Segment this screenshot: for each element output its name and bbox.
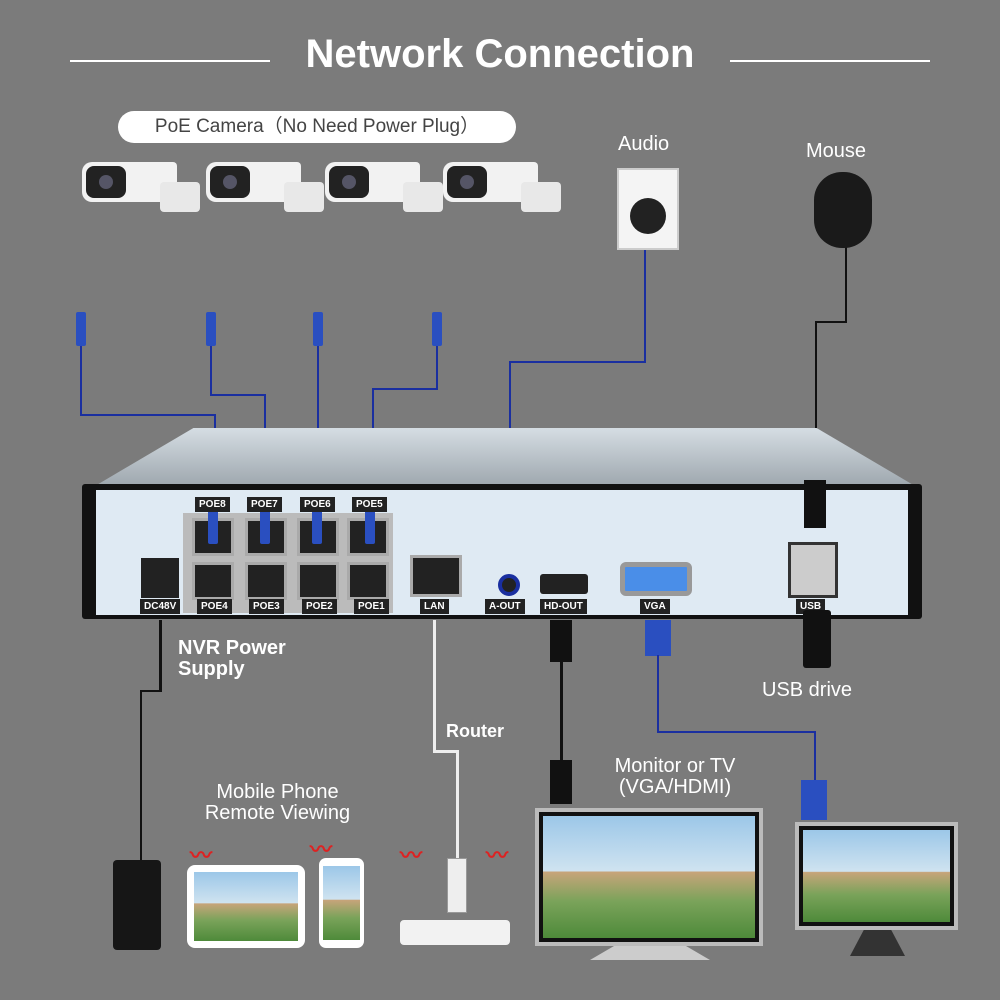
port-label: POE2: [302, 599, 337, 614]
mouse-usb-plug: [804, 480, 826, 528]
page-title: Network Connection: [305, 32, 695, 76]
port-label: POE1: [354, 599, 389, 614]
divider: [70, 60, 270, 62]
nvr-top: [95, 428, 915, 486]
port-label: VGA: [640, 599, 670, 614]
port-label: POE7: [247, 497, 282, 512]
port-poe1[interactable]: [347, 562, 389, 600]
rj45-plug: [206, 312, 216, 346]
port-label: A-OUT: [485, 599, 525, 614]
rj45-plug: [313, 312, 323, 346]
port-label: POE4: [197, 599, 232, 614]
power-jack[interactable]: [141, 558, 179, 598]
tv-icon: [535, 808, 763, 946]
usb-ports[interactable]: [788, 542, 838, 598]
port-label: LAN: [420, 599, 449, 614]
power-adapter-icon: [113, 860, 161, 950]
port-label: POE3: [249, 599, 284, 614]
rj45-plug: [432, 312, 442, 346]
usb-drive-icon: [803, 610, 831, 668]
mouse-label: Mouse: [806, 140, 867, 162]
port-poe3[interactable]: [245, 562, 287, 600]
nvr-power-label: NVR Power Supply: [178, 637, 286, 680]
router-icon: [400, 920, 510, 945]
camera: [325, 162, 443, 212]
lan-plug: [447, 858, 467, 913]
speaker-icon: [617, 168, 679, 250]
vga-port[interactable]: [620, 562, 692, 596]
usb-drive-label: USB drive: [762, 679, 853, 701]
phone-icon: [319, 858, 364, 948]
wifi-icon: 〰: [190, 843, 213, 868]
hdmi-plug: [550, 620, 572, 662]
wifi-icon: 〰: [486, 843, 509, 868]
camera: [82, 162, 200, 212]
hdmi-plug: [550, 760, 572, 804]
port-label: POE5: [352, 497, 387, 512]
camera: [443, 162, 561, 212]
tablet-icon: [187, 865, 305, 948]
port-label: DC48V: [140, 599, 181, 614]
vga-plug: [801, 780, 827, 820]
port-poe4[interactable]: [192, 562, 234, 600]
router-label: Router: [446, 721, 504, 741]
port-label: POE8: [195, 497, 230, 512]
audio-label: Audio: [618, 133, 670, 155]
wifi-icon: 〰: [400, 843, 423, 868]
hdmi-port[interactable]: [540, 574, 588, 594]
port-label: POE6: [300, 497, 335, 512]
rj45-plug: [76, 312, 86, 346]
poe-camera-label: PoE Camera（No Need Power Plug）: [118, 111, 516, 143]
mobile-label: Mobile Phone Remote Viewing: [204, 781, 351, 824]
vga-plug: [645, 620, 671, 656]
camera: [206, 162, 324, 212]
port-label: HD-OUT: [540, 599, 587, 614]
audio-out-jack[interactable]: [498, 574, 520, 596]
wifi-icon: 〰: [310, 837, 333, 862]
monitor-label: Monitor or TV (VGA/HDMI): [614, 755, 736, 798]
monitor-icon: [795, 822, 958, 930]
divider: [730, 60, 930, 62]
port-poe2[interactable]: [297, 562, 339, 600]
port-lan[interactable]: [410, 555, 462, 597]
mouse-icon: [814, 172, 872, 248]
